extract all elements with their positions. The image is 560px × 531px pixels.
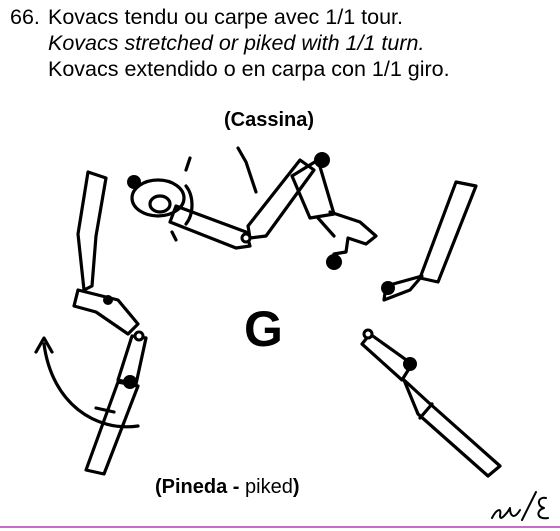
bottom-caption: (Pineda - piked) <box>155 476 300 499</box>
difficulty-value: G <box>244 304 283 354</box>
signature-mark <box>488 488 554 524</box>
bottom-caption-separator: - <box>227 476 245 498</box>
top-caption: (Cassina) <box>224 109 314 132</box>
bottom-caption-bold: (Pineda <box>155 476 227 498</box>
bottom-caption-close: ) <box>293 476 300 498</box>
bottom-caption-normal: piked <box>245 476 293 498</box>
bottom-divider <box>0 526 560 528</box>
